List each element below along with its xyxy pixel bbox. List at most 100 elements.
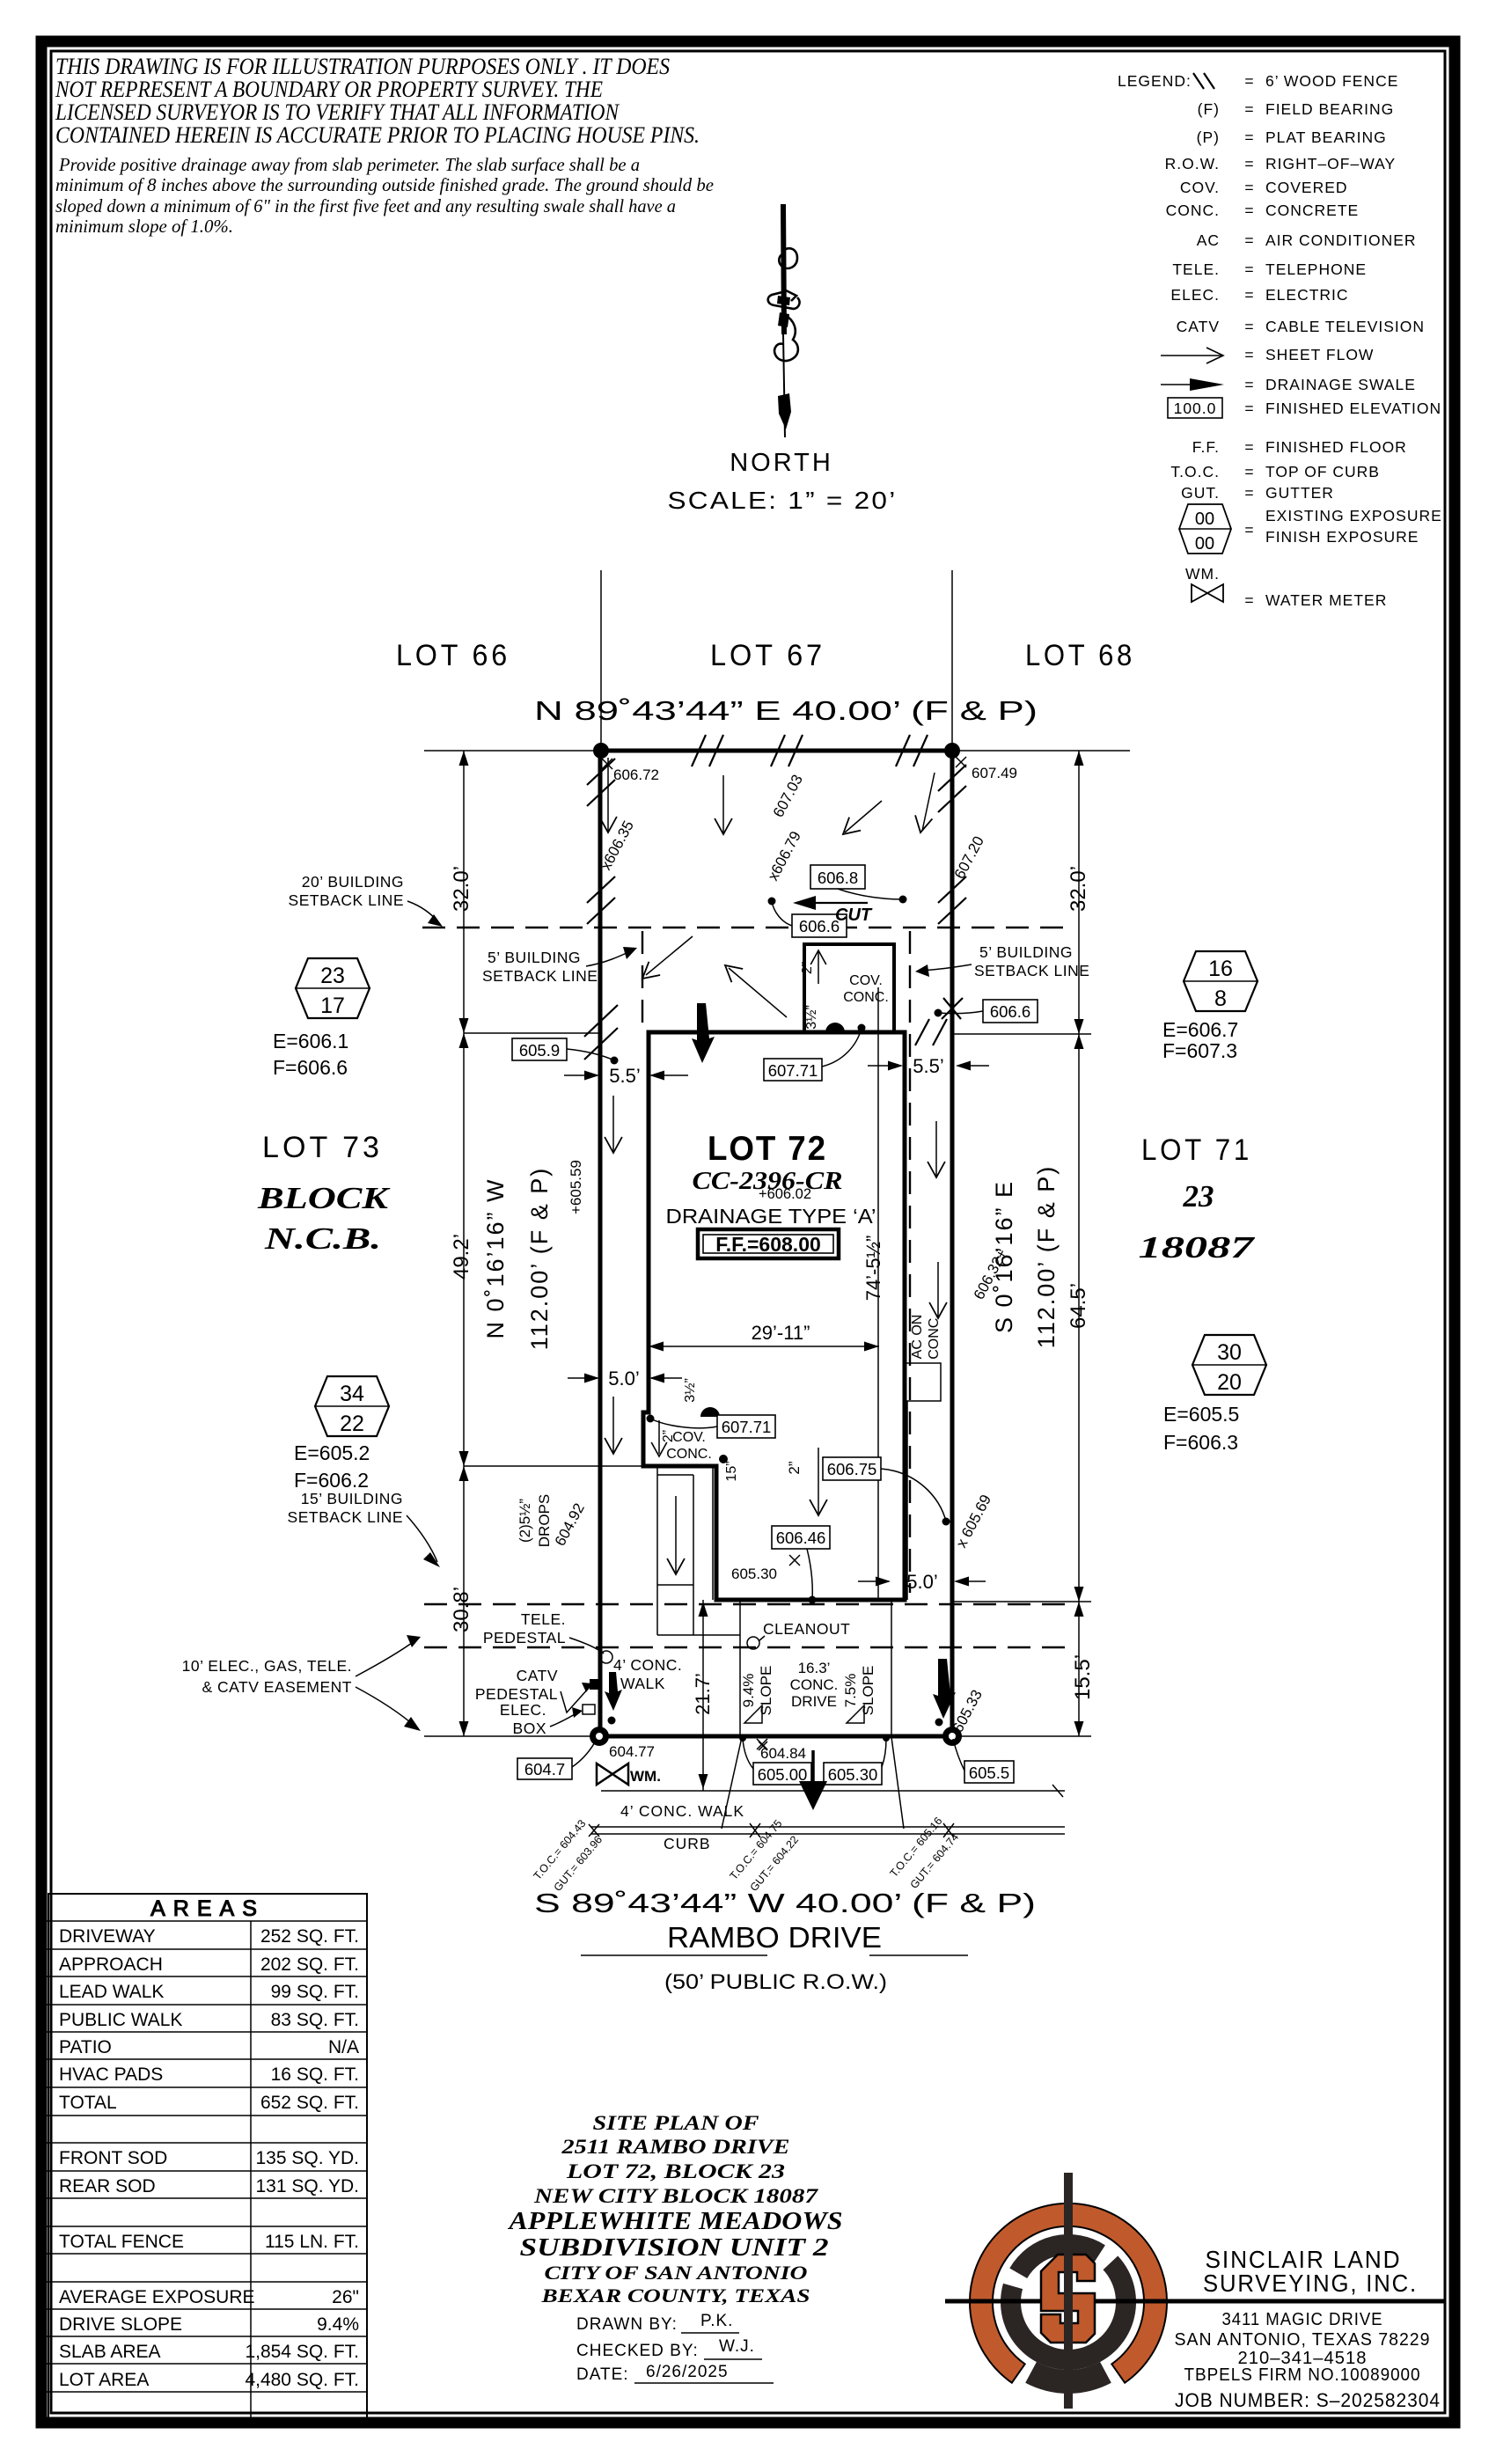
svg-text:DRAWN BY:: DRAWN BY: (576, 2315, 678, 2334)
svg-text:CITY OF SAN ANTONIO: CITY OF SAN ANTONIO (545, 2262, 808, 2284)
svg-text:P.K.: P.K. (700, 2312, 733, 2330)
svg-text:EXISTING EXPOSURE: EXISTING EXPOSURE (1265, 507, 1442, 524)
svg-text:4’ CONC.: 4’ CONC. (613, 1656, 682, 1674)
svg-text:GUTTER: GUTTER (1265, 484, 1334, 502)
svg-text:4’ CONC. WALK: 4’ CONC. WALK (620, 1802, 744, 1820)
svg-text:29’-11”: 29’-11” (752, 1322, 810, 1344)
svg-text:20: 20 (1217, 1370, 1242, 1395)
svg-text:00: 00 (1195, 510, 1214, 529)
svg-text:34: 34 (340, 1382, 364, 1406)
svg-text:R.O.W.: R.O.W. (1165, 155, 1220, 172)
svg-text:SETBACK LINE: SETBACK LINE (974, 962, 1089, 979)
svg-text:PATIO: PATIO (59, 2037, 112, 2057)
svg-text:+605.59: +605.59 (568, 1160, 584, 1214)
svg-text:COV.: COV. (672, 1430, 706, 1445)
svg-text:CHECKED BY:: CHECKED BY: (576, 2342, 699, 2360)
svg-text:N 89˚43’44” E 40.00’ (F & P): N 89˚43’44” E 40.00’ (F & P) (534, 695, 1038, 726)
svg-text:AC ON: AC ON (910, 1315, 925, 1360)
svg-text:TELE.: TELE. (521, 1610, 566, 1628)
svg-text:607.71: 607.71 (722, 1418, 772, 1436)
svg-text:2”: 2” (661, 1430, 676, 1442)
svg-text:4,480 SQ. FT.: 4,480 SQ. FT. (245, 2370, 359, 2390)
svg-text:83 SQ. FT.: 83 SQ. FT. (271, 2010, 359, 2030)
svg-text:APPROACH: APPROACH (59, 1954, 163, 1975)
svg-text:SURVEYING, INC.: SURVEYING, INC. (1203, 2270, 1418, 2297)
svg-text:APPLEWHITE MEADOWS: APPLEWHITE MEADOWS (507, 2208, 842, 2235)
svg-text:252 SQ. FT.: 252 SQ. FT. (260, 1926, 359, 1947)
svg-text:LOT 71: LOT 71 (1141, 1133, 1252, 1167)
svg-text:7.5%: 7.5% (842, 1674, 859, 1708)
svg-text:LOT AREA: LOT AREA (59, 2370, 149, 2390)
svg-text:20’ BUILDING: 20’ BUILDING (302, 873, 404, 891)
svg-text:BOX: BOX (513, 1720, 546, 1737)
svg-text:99 SQ. FT.: 99 SQ. FT. (271, 1982, 359, 2002)
svg-text:SUBDIVISION UNIT 2: SUBDIVISION UNIT 2 (520, 2234, 829, 2262)
svg-text:607.49: 607.49 (972, 765, 1017, 781)
svg-text:=: = (1244, 318, 1254, 335)
svg-text:5’ BUILDING: 5’ BUILDING (979, 943, 1073, 961)
svg-text:PEDESTAL: PEDESTAL (475, 1685, 558, 1703)
svg-text:16: 16 (1208, 957, 1233, 981)
svg-text:=: = (1244, 179, 1254, 196)
svg-text:DRAINAGE SWALE: DRAINAGE SWALE (1265, 376, 1416, 393)
svg-text:DRIVEWAY: DRIVEWAY (59, 1926, 156, 1947)
svg-text:112.00’ (F & P): 112.00’ (F & P) (526, 1167, 553, 1351)
svg-text:SETBACK LINE: SETBACK LINE (289, 891, 404, 909)
svg-text:CATV: CATV (517, 1667, 558, 1684)
svg-text:16 SQ. FT.: 16 SQ. FT. (271, 2064, 359, 2085)
svg-text:606.75: 606.75 (827, 1460, 877, 1478)
svg-text:LOT 72, BLOCK 23: LOT 72, BLOCK 23 (566, 2160, 785, 2182)
svg-text:AC: AC (1197, 231, 1220, 249)
svg-text:605.5: 605.5 (969, 1764, 1009, 1782)
svg-text:E=606.7: E=606.7 (1162, 1018, 1238, 1041)
svg-text:LOT 68: LOT 68 (1025, 639, 1135, 672)
svg-text:S 0˚16’16” E: S 0˚16’16” E (991, 1180, 1017, 1333)
svg-text:10’ ELEC., GAS, TELE.: 10’ ELEC., GAS, TELE. (182, 1657, 352, 1675)
svg-text:F.F.=608.00: F.F.=608.00 (715, 1233, 821, 1256)
svg-text:F.F.: F.F. (1192, 438, 1220, 456)
svg-text:N/A: N/A (328, 2037, 359, 2057)
svg-text:115 LN. FT.: 115 LN. FT. (265, 2232, 359, 2252)
svg-text:COV.: COV. (1180, 179, 1220, 196)
svg-text:2”: 2” (786, 1461, 803, 1474)
svg-text:LEGEND:: LEGEND: (1118, 72, 1192, 90)
svg-text:N 0˚16’16” W: N 0˚16’16” W (482, 1177, 509, 1338)
svg-text:THIS DRAWING IS FOR ILLUSTRATI: THIS DRAWING IS FOR ILLUSTRATION PURPOSE… (55, 54, 670, 79)
svg-text:WM.: WM. (1185, 565, 1220, 583)
svg-text:NEW CITY BLOCK 18087: NEW CITY BLOCK 18087 (533, 2185, 819, 2207)
svg-text:RIGHT–OF–WAY: RIGHT–OF–WAY (1265, 155, 1396, 172)
svg-text:2511 RAMBO DRIVE: 2511 RAMBO DRIVE (561, 2136, 789, 2158)
svg-text:FINISHED ELEVATION: FINISHED ELEVATION (1265, 400, 1441, 417)
svg-text:607.71: 607.71 (768, 1061, 818, 1080)
svg-text:=: = (1244, 346, 1254, 363)
svg-text:CONC.: CONC. (666, 1447, 712, 1462)
svg-text:74’-5½”: 74’-5½” (862, 1236, 884, 1302)
svg-text:ELECTRIC: ELECTRIC (1265, 286, 1349, 304)
svg-text:SETBACK LINE: SETBACK LINE (482, 967, 598, 985)
svg-text:64.5’: 64.5’ (1067, 1283, 1090, 1329)
svg-text:606.6: 606.6 (990, 1002, 1030, 1021)
svg-text:COVERED: COVERED (1265, 179, 1348, 196)
svg-text:FINISHED FLOOR: FINISHED FLOOR (1265, 438, 1407, 456)
svg-text:PLAT BEARING: PLAT BEARING (1265, 128, 1387, 146)
svg-text:LICENSED SURVEYOR IS TO VERIFY: LICENSED SURVEYOR IS TO VERIFY THAT ALL … (55, 99, 620, 125)
svg-text:DATE:: DATE: (576, 2365, 629, 2384)
svg-text:HVAC PADS: HVAC PADS (59, 2064, 163, 2085)
svg-text:606.72: 606.72 (613, 766, 659, 783)
svg-text:=: = (1244, 463, 1254, 480)
svg-text:BEXAR COUNTY, TEXAS: BEXAR COUNTY, TEXAS (540, 2284, 810, 2306)
svg-text:=: = (1244, 202, 1254, 219)
svg-text:30.8’: 30.8’ (450, 1587, 473, 1632)
svg-text:NORTH: NORTH (730, 449, 833, 477)
svg-text:652 SQ. FT.: 652 SQ. FT. (260, 2093, 359, 2113)
svg-text:21.7’: 21.7’ (692, 1673, 714, 1715)
svg-text:9.4%: 9.4% (740, 1674, 757, 1708)
svg-text:DRIVE SLOPE: DRIVE SLOPE (59, 2314, 182, 2335)
svg-text:5.5’: 5.5’ (913, 1055, 943, 1077)
svg-text:=: = (1244, 260, 1254, 278)
svg-text:135 SQ. YD.: 135 SQ. YD. (255, 2148, 359, 2168)
svg-text:GUT.: GUT. (1181, 484, 1220, 502)
svg-text:=: = (1244, 100, 1254, 118)
svg-text:REAR SOD: REAR SOD (59, 2176, 156, 2196)
svg-text:(2)5½”: (2)5½” (517, 1499, 533, 1543)
